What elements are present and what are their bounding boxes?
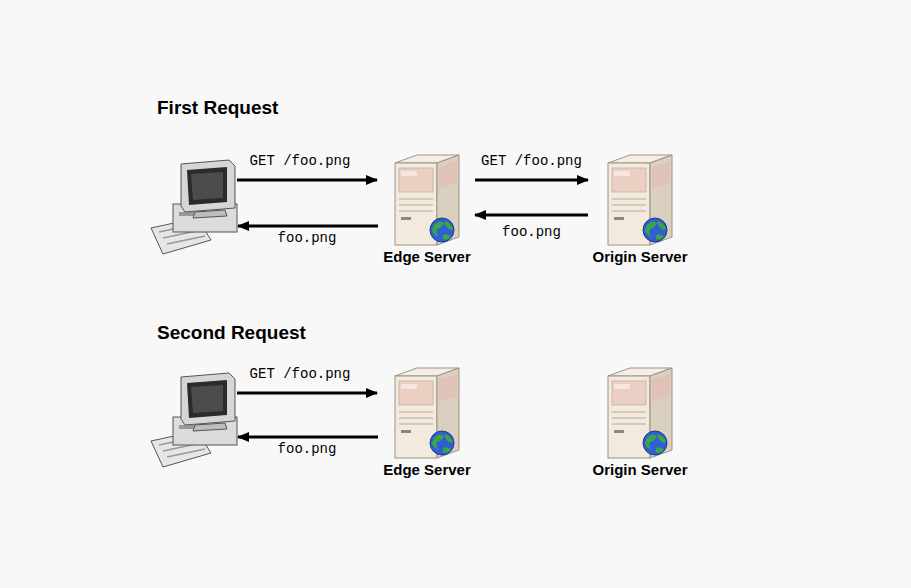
message-label: foo.png	[278, 230, 337, 246]
message-label: GET /foo.png	[481, 153, 582, 169]
section-heading: First Request	[157, 97, 278, 119]
server-label: Edge Server	[381, 461, 473, 479]
server-node: Edge Server	[381, 153, 473, 266]
server-label: Origin Server	[590, 461, 690, 479]
server-node: Origin Server	[590, 366, 690, 479]
request-arrow	[475, 179, 588, 182]
server-label: Edge Server	[381, 248, 473, 266]
server-node: Origin Server	[590, 153, 690, 266]
message-label: foo.png	[502, 224, 561, 240]
message-label: foo.png	[278, 441, 337, 457]
message-label: GET /foo.png	[250, 366, 351, 382]
server-node: Edge Server	[381, 366, 473, 479]
message-label: GET /foo.png	[250, 153, 351, 169]
server-label: Origin Server	[590, 248, 690, 266]
request-arrow	[475, 214, 588, 217]
section-heading: Second Request	[157, 322, 306, 344]
